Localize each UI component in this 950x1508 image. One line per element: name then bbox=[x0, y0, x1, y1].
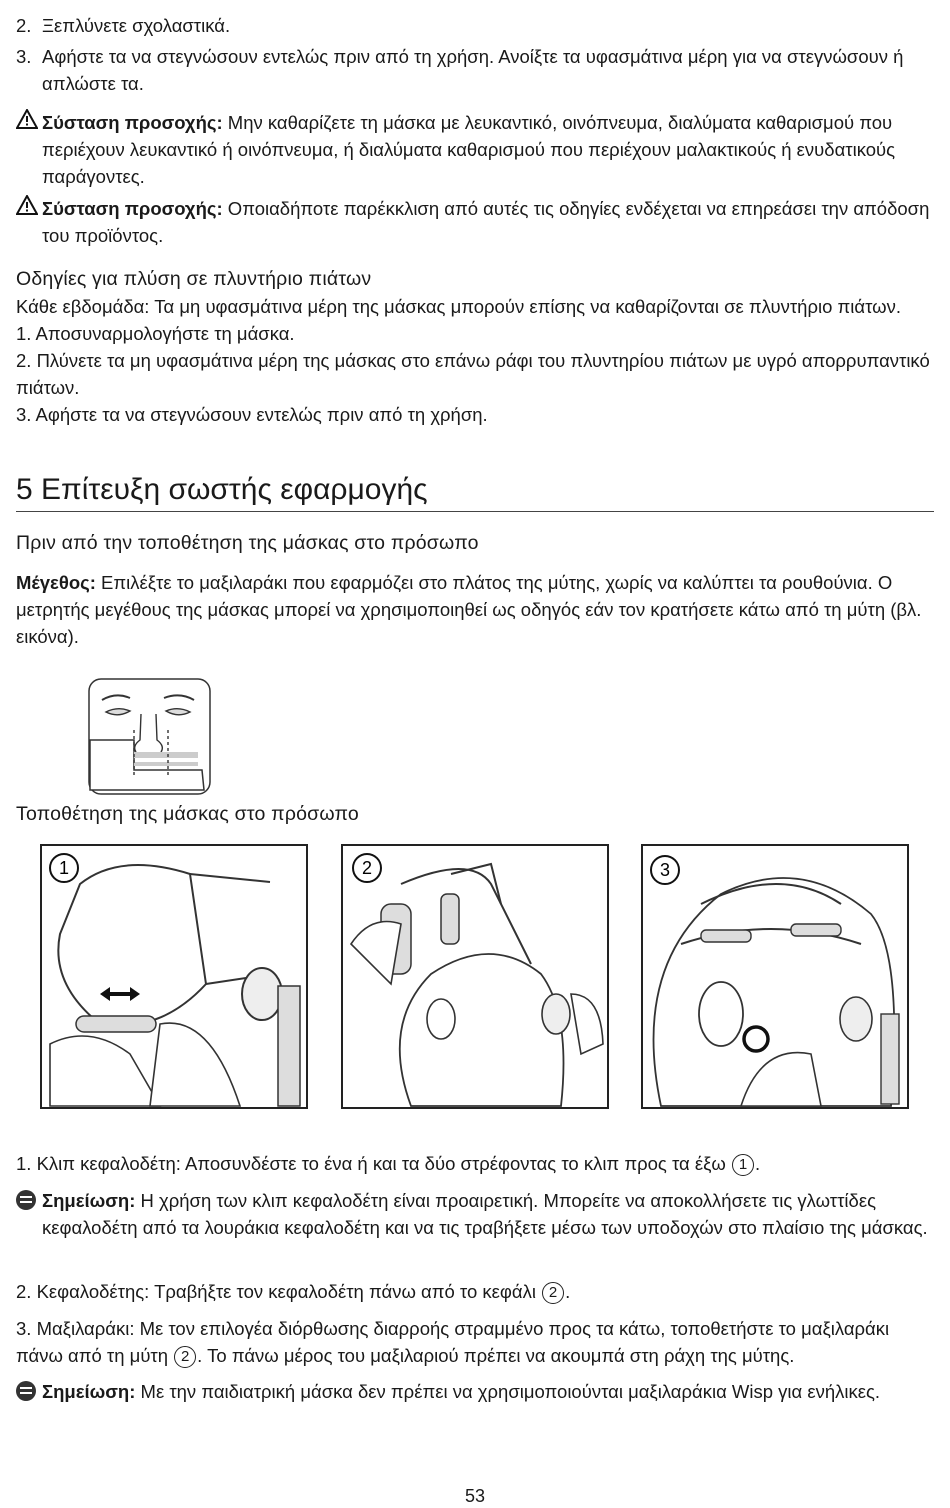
step-1: 1. Κλιπ κεφαλοδέτη: Αποσυνδέστε το ένα ή… bbox=[16, 1150, 934, 1177]
page-number: 53 bbox=[464, 1486, 486, 1506]
cushion-placement-illustration: 3 bbox=[641, 844, 909, 1109]
step-ref: 2 bbox=[174, 1346, 197, 1369]
step-end: . Το πάνω μέρος του μαξιλαριού πρέπει να… bbox=[197, 1345, 795, 1366]
list-item: 3. Αφήστε τα να στεγνώσουν εντελώς πριν … bbox=[16, 43, 934, 97]
step-text: 1. Κλιπ κεφαλοδέτη: Αποσυνδέστε το ένα ή… bbox=[16, 1153, 731, 1174]
step-ref: 2 bbox=[542, 1282, 565, 1305]
dishwasher-step: 3. Αφήστε τα να στεγνώσουν εντελώς πριν … bbox=[16, 404, 488, 425]
list-number: 3. bbox=[16, 46, 32, 67]
note-icon bbox=[16, 1381, 36, 1401]
list-item: 2. Ξεπλύνετε σχολαστικά. bbox=[16, 12, 934, 39]
size-label: Μέγεθος: bbox=[16, 572, 96, 593]
caution-text: Μην καθαρίζετε τη μάσκα με λευκαντικό, ο… bbox=[42, 112, 896, 187]
list-text: Ξεπλύνετε σχολαστικά. bbox=[42, 15, 231, 36]
caution-block: Σύσταση προσοχής: Μην καθαρίζετε τη μάσκ… bbox=[15, 107, 934, 190]
dishwasher-step: 2. Πλύνετε τα μη υφασμάτινα μέρη της μάσ… bbox=[16, 350, 930, 398]
headgear-over-head-illustration: 2 bbox=[341, 844, 609, 1109]
figure-label: 1 bbox=[59, 858, 69, 878]
section-heading: Οδηγίες για πλύση σε πλυντήριο πιάτων bbox=[16, 268, 372, 290]
caution-label: Σύσταση προσοχής: bbox=[42, 198, 223, 219]
note-label: Σημείωση: bbox=[42, 1381, 136, 1402]
note-label: Σημείωση: bbox=[42, 1190, 136, 1211]
step-ref: 1 bbox=[731, 1154, 754, 1177]
before-section: Πριν από την τοποθέτηση της μάσκας στο π… bbox=[16, 530, 934, 650]
warning-icon bbox=[15, 193, 42, 249]
caution-block: Σύσταση προσοχής: Οποιαδήποτε παρέκκλιση… bbox=[15, 193, 934, 249]
dishwasher-intro: Κάθε εβδομάδα: Τα μη υφασμάτινα μέρη της… bbox=[16, 296, 901, 317]
size-text: Επιλέξτε το μαξιλαράκι που εφαρμόζει στο… bbox=[16, 572, 922, 647]
size-paragraph: Μέγεθος: Επιλέξτε το μαξιλαράκι που εφαρ… bbox=[16, 569, 934, 650]
subsection-heading: Πριν από την τοποθέτηση της μάσκας στο π… bbox=[16, 532, 479, 554]
dishwasher-step: 1. Αποσυναρμολογήστε τη μάσκα. bbox=[16, 323, 295, 344]
figure-label: 3 bbox=[660, 860, 670, 880]
section-divider bbox=[16, 511, 934, 512]
list-text: Αφήστε τα να στεγνώσουν εντελώς πριν από… bbox=[42, 46, 904, 94]
step-text: 3. Μαξιλαράκι: Με τον επιλογέα διόρθωσης… bbox=[16, 1318, 890, 1366]
subsection-heading: Τοποθέτηση της μάσκας στο πρόσωπο bbox=[16, 803, 359, 825]
note-icon bbox=[16, 1190, 36, 1210]
caution-text: Οποιαδήποτε παρέκκλιση από αυτές τις οδη… bbox=[42, 198, 930, 246]
top-list: 2. Ξεπλύνετε σχολαστικά. 3. Αφήστε τα να… bbox=[16, 12, 934, 97]
warning-icon bbox=[15, 107, 42, 190]
step-end: . bbox=[754, 1153, 761, 1174]
section-title: 5 Επίτευξη σωστής εφαρμογής bbox=[16, 473, 428, 506]
step-2: 2. Κεφαλοδέτης: Τραβήξτε τον κεφαλοδέτη … bbox=[16, 1278, 934, 1305]
note-text: Η χρήση των κλιπ κεφαλοδέτη είναι προαιρ… bbox=[42, 1190, 928, 1238]
note-text: Με την παιδιατρική μάσκα δεν πρέπει να χ… bbox=[135, 1381, 881, 1402]
step-end: . bbox=[565, 1281, 571, 1302]
note-block: Σημείωση: Η χρήση των κλιπ κεφαλοδέτη εί… bbox=[16, 1187, 934, 1241]
dishwasher-section: Οδηγίες για πλύση σε πλυντήριο πιάτων Κά… bbox=[16, 266, 934, 428]
list-number: 2. bbox=[16, 15, 32, 36]
sizing-gauge-illustration bbox=[88, 678, 211, 795]
headgear-clip-illustration: 1 bbox=[40, 844, 308, 1109]
step-3: 3. Μαξιλαράκι: Με τον επιλογέα διόρθωσης… bbox=[16, 1315, 934, 1369]
step-text: 2. Κεφαλοδέτης: Τραβήξτε τον κεφαλοδέτη … bbox=[16, 1281, 542, 1302]
figure-label: 2 bbox=[362, 858, 372, 878]
note-block: Σημείωση: Με την παιδιατρική μάσκα δεν π… bbox=[16, 1378, 934, 1405]
caution-label: Σύσταση προσοχής: bbox=[42, 112, 223, 133]
